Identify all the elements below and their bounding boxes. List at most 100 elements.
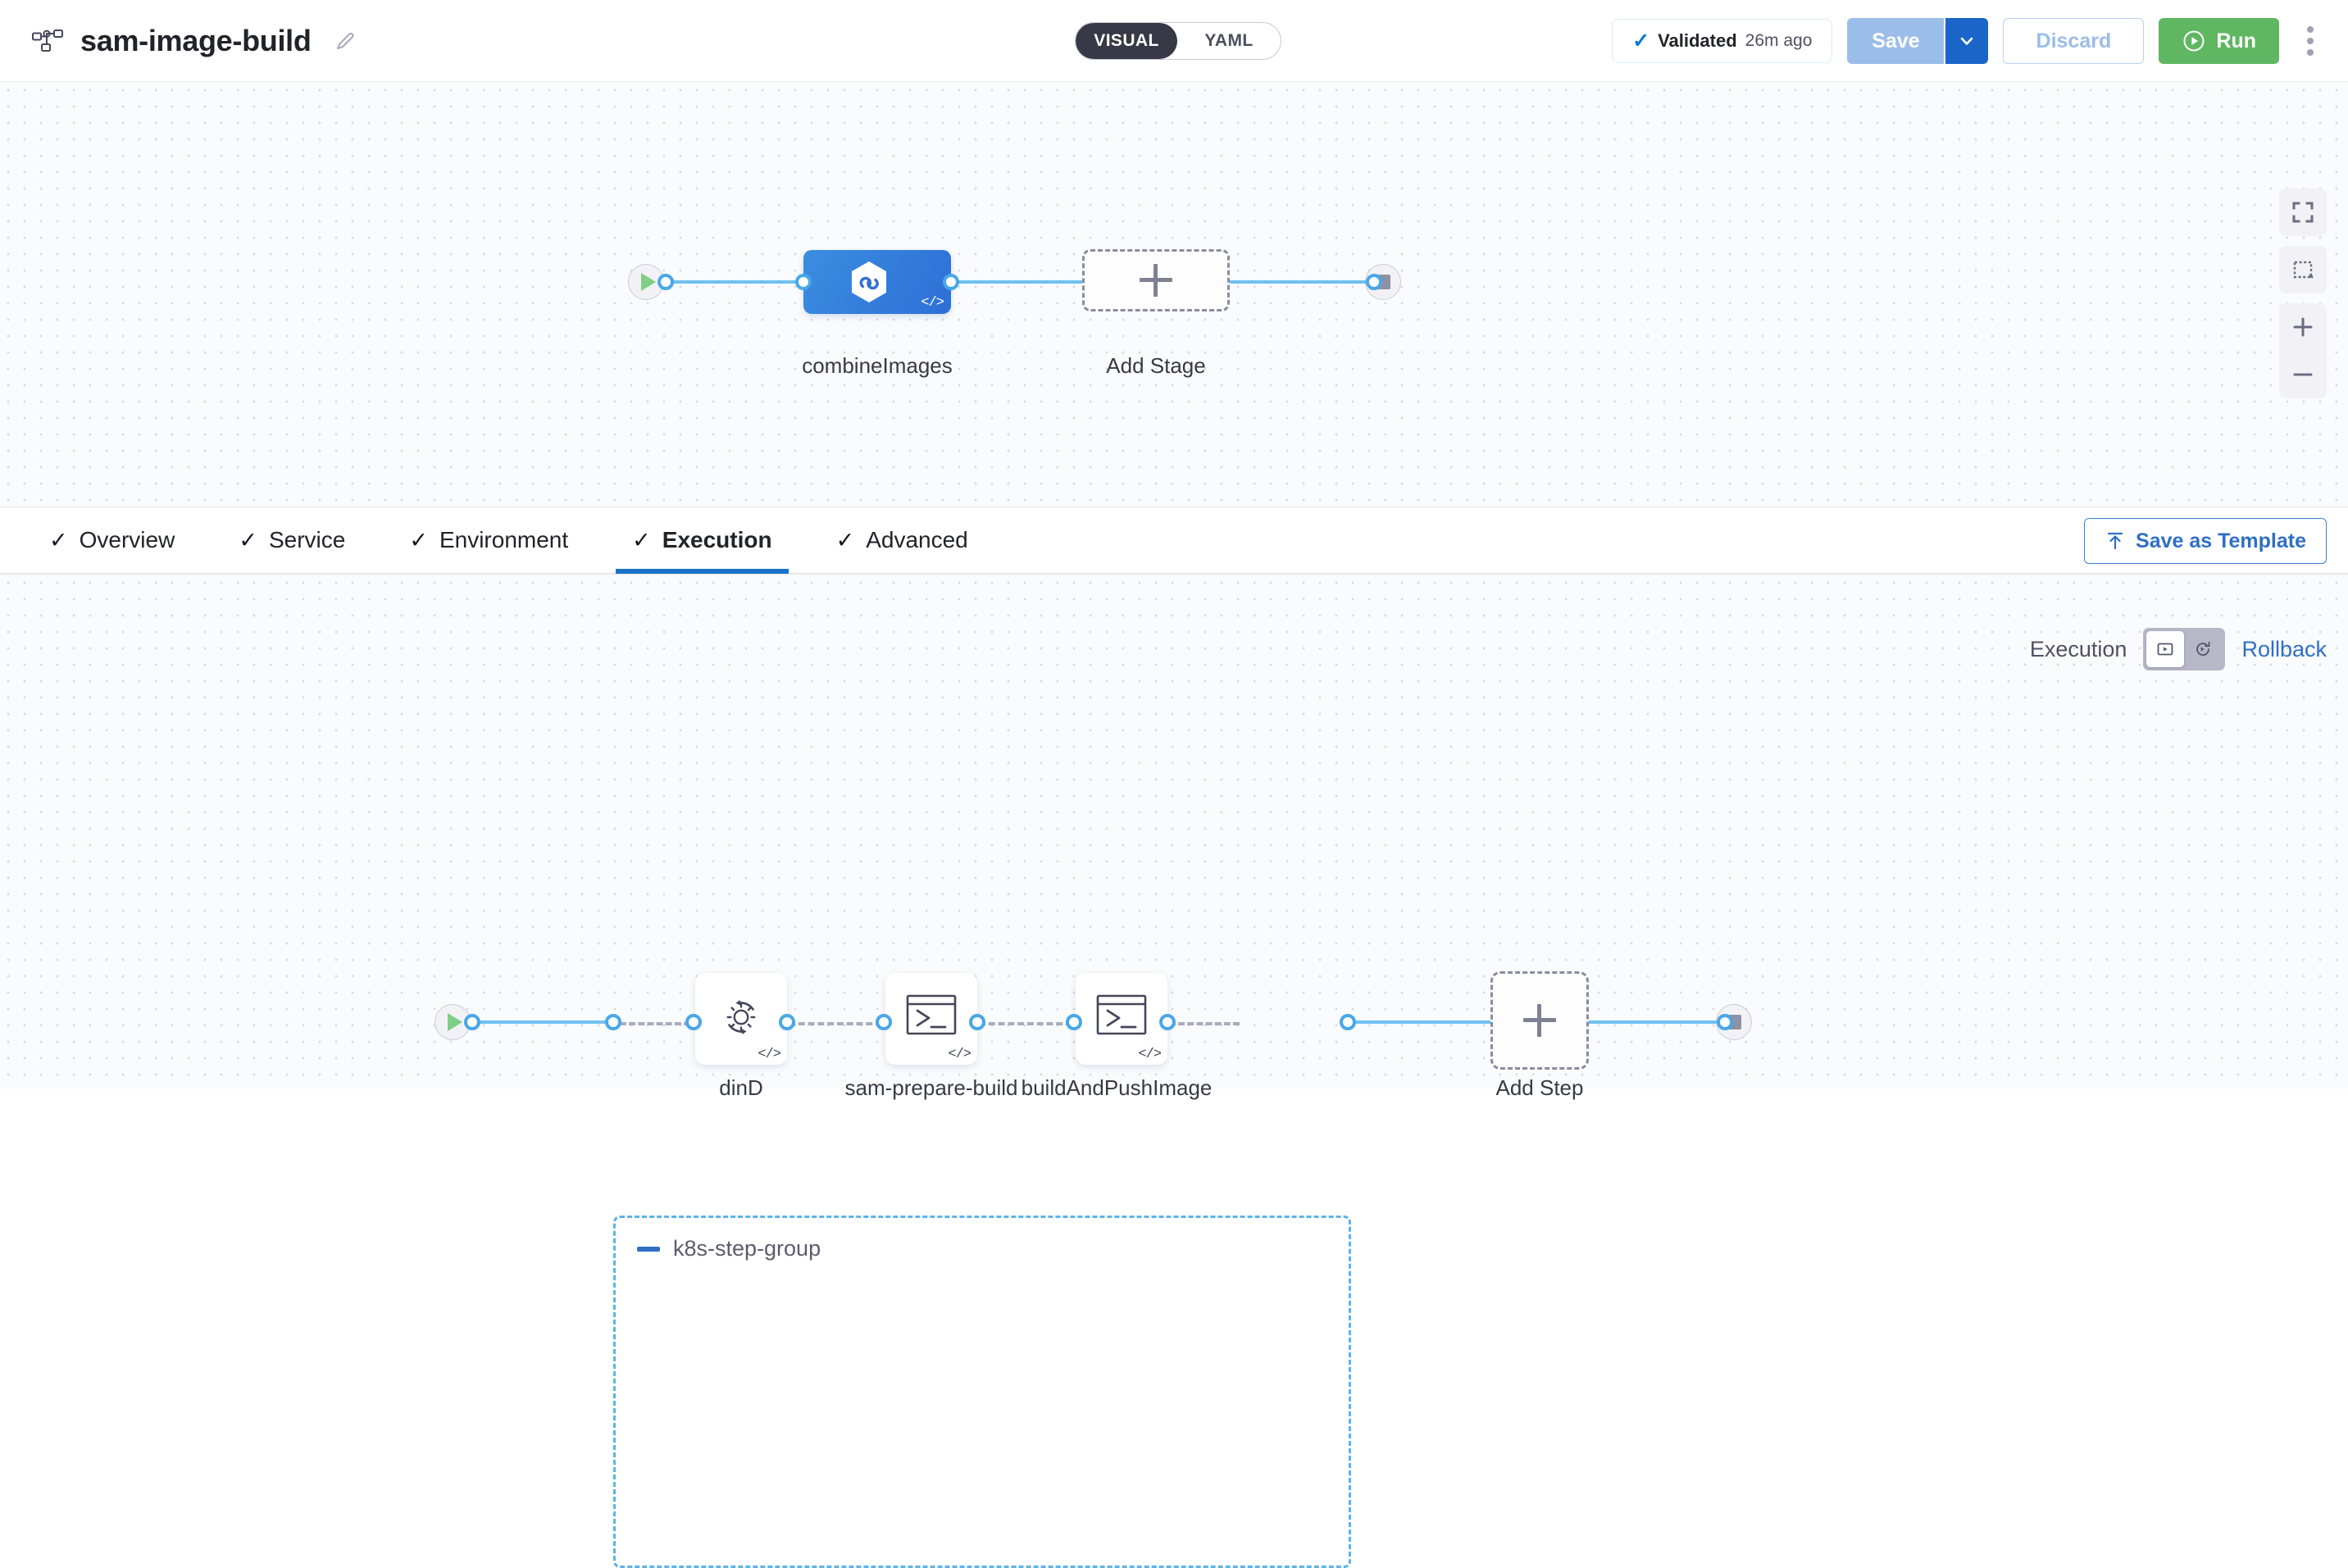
chevron-down-icon[interactable] [1944,18,1989,64]
execution-rollback-toggle[interactable] [2143,628,2226,670]
validated-time: 26m ago [1745,31,1813,50]
stage-node-combineimages[interactable]: </> [803,250,951,314]
zoom-in-button[interactable] [2279,303,2327,351]
canvas-controls [2279,189,2327,398]
code-badge-icon: </> [921,295,944,311]
stage-label: combineImages [802,353,953,378]
stage-config-tabbar: ✓ Overview ✓ Service ✓ Environment ✓ Exe… [0,507,2348,574]
execution-label: Execution [2029,636,2127,661]
toggle-visual[interactable]: VISUAL [1076,23,1177,59]
execution-canvas[interactable]: Execution Rollback [0,574,2348,1568]
tab-environment[interactable]: ✓ Environment [403,507,575,574]
page-title: sam-image-build [80,23,312,57]
edge-start-to-stage [666,280,803,284]
stage-canvas[interactable]: </> combineImages Add Stage [0,82,2348,507]
edge-prepare-to-build [979,1022,1072,1025]
step-group-title: k8s-step-group [673,1236,821,1261]
save-as-template-label: Save as Template [2136,529,2306,552]
exec-start-out-port[interactable] [464,1014,480,1030]
check-icon: ✓ [409,527,428,552]
dind-in-port[interactable] [685,1014,702,1030]
prepare-in-port[interactable] [876,1014,892,1030]
rollback-circular-arrow-icon[interactable] [2184,631,2222,667]
exec-end-in-port[interactable] [1717,1014,1733,1030]
run-label: Run [2216,29,2256,52]
step-node-dind[interactable]: </> [695,973,787,1065]
status-badge-validated[interactable]: ✓ Validated 26m ago [1612,19,1833,63]
edge-group-to-dind [620,1022,690,1025]
execution-start-node[interactable] [435,1004,471,1040]
app-header: sam-image-build VISUAL YAML ✓ Validated … [0,0,2348,82]
toggle-yaml[interactable]: YAML [1204,31,1254,50]
prepare-out-port[interactable] [969,1014,985,1030]
save-as-template-button[interactable]: Save as Template [2084,518,2327,564]
rollback-label[interactable]: Rollback [2241,636,2327,661]
edge-stage-to-addstage [951,280,1082,284]
check-icon: ✓ [835,527,855,552]
code-badge-icon: </> [948,1047,972,1062]
check-icon: ✓ [1632,29,1650,52]
fullscreen-icon[interactable] [2279,189,2327,236]
discard-button[interactable]: Discard [2003,18,2145,64]
edge-addstep-to-end [1589,1020,1725,1024]
execution-play-box-icon[interactable] [2146,631,2185,667]
header-actions: ✓ Validated 26m ago Save Discard Run [1612,0,2327,82]
add-step-button[interactable] [1490,971,1589,1070]
build-out-port[interactable] [1159,1014,1176,1030]
add-step-label: Add Step [1495,1075,1584,1100]
edge-dind-to-prepare [789,1022,882,1025]
play-icon [640,273,656,291]
play-icon [447,1013,462,1031]
step-label: buildAndPushImage [1021,1075,1213,1100]
run-button[interactable]: Run [2159,18,2279,64]
edge-start-to-group [472,1020,617,1024]
tab-execution[interactable]: ✓ Execution [616,507,789,574]
add-stage-button[interactable] [1082,249,1230,311]
zoom-controls [2279,303,2327,398]
terminal-icon [1096,994,1147,1039]
tab-label: Service [268,527,346,552]
dind-out-port[interactable] [779,1014,795,1030]
collapse-minus-icon[interactable] [637,1246,660,1252]
pencil-icon[interactable] [333,29,357,53]
step-label: dinD [719,1075,763,1100]
header-left-group: sam-image-build [0,23,357,59]
tab-label: Execution [662,527,772,552]
tab-advanced[interactable]: ✓ Advanced [830,507,975,574]
edge-addstage-to-end [1230,280,1374,284]
tab-service[interactable]: ✓ Service [232,507,352,574]
build-in-port[interactable] [1066,1014,1082,1030]
step-label: sam-prepare-build [844,1075,1018,1100]
gear-rotate-icon [717,993,766,1042]
kebab-menu-icon[interactable] [2294,18,2327,64]
visual-yaml-toggle[interactable]: VISUAL YAML [1075,22,1281,60]
add-stage-label: Add Stage [1106,353,1206,378]
zoom-out-button[interactable] [2279,351,2327,398]
tab-label: Advanced [866,527,968,552]
group-exit-port[interactable] [1340,1014,1356,1030]
terminal-icon [906,994,957,1039]
zoom-to-fit-icon[interactable] [2279,246,2327,293]
step-node-sam-prepare-build[interactable]: </> [885,973,977,1065]
end-in-port[interactable] [1366,274,1382,290]
tab-overview[interactable]: ✓ Overview [43,507,181,574]
pipeline-glyph-icon [30,23,66,59]
harness-hexagon-infinity-icon [846,259,892,305]
save-button[interactable]: Save [1847,18,1945,64]
upload-template-icon [2105,530,2126,552]
step-group-k8s[interactable]: k8s-step-group [613,1216,1351,1568]
tab-label: Overview [79,527,175,552]
start-out-port[interactable] [658,274,674,290]
tab-label: Environment [439,527,569,552]
execution-rollback-switcher: Execution Rollback [2030,628,2327,670]
group-entry-port[interactable] [605,1014,621,1030]
stage-in-port[interactable] [795,274,812,290]
play-circle-icon [2182,29,2206,53]
check-icon: ✓ [239,527,257,552]
save-button-group[interactable]: Save [1847,18,1989,64]
edge-build-to-groupexit [1169,1022,1240,1025]
stage-out-port[interactable] [943,274,959,290]
check-icon: ✓ [49,527,68,552]
code-badge-icon: </> [1138,1047,1162,1062]
step-node-buildandpushimage[interactable]: </> [1076,973,1167,1065]
